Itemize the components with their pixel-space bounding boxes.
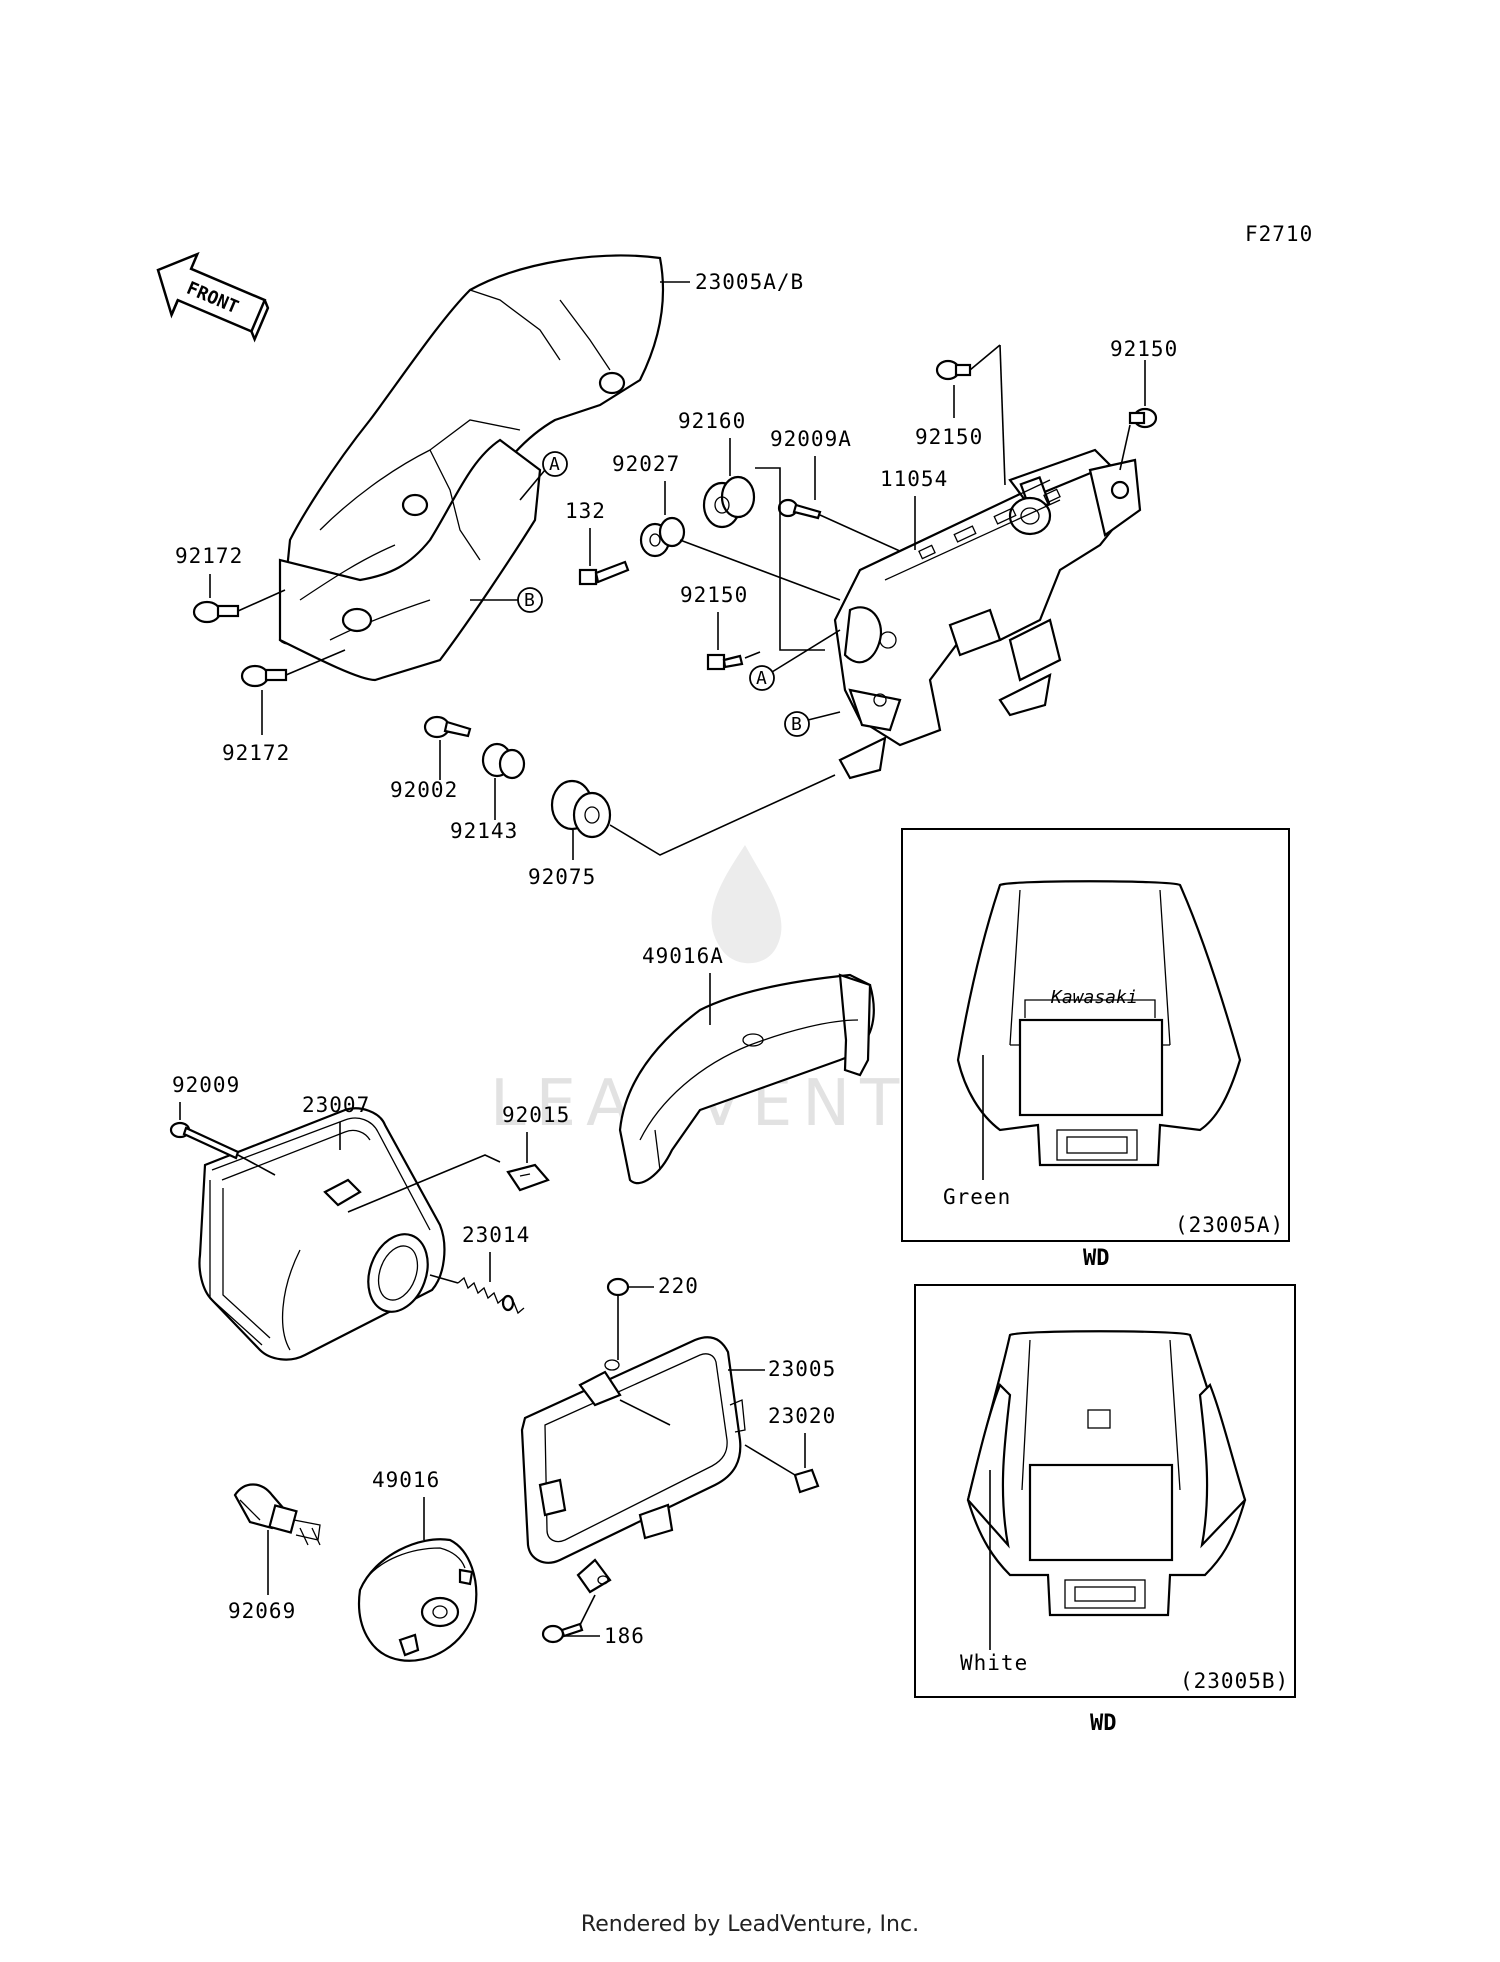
variant-box-23005a: Kawasaki Green (23005A)	[901, 828, 1290, 1242]
label-92009a: 92009A	[770, 427, 852, 451]
label-92069: 92069	[228, 1599, 296, 1623]
ref-marker-b-lower: B	[784, 711, 841, 737]
ref-marker-a-upper: A	[519, 451, 568, 501]
svg-text:B: B	[524, 590, 535, 611]
label-49016: 49016	[372, 1468, 440, 1492]
collar-92027	[639, 516, 686, 558]
bolt-92009	[169, 1121, 276, 1176]
label-186: 186	[604, 1624, 645, 1648]
label-92143: 92143	[450, 819, 518, 843]
label-92172-upper: 92172	[175, 544, 243, 568]
variant-b-model: WD	[1090, 1711, 1117, 1736]
label-92160: 92160	[678, 409, 746, 433]
ref-marker-b-upper: B	[470, 587, 543, 613]
grommet-92160	[702, 475, 756, 529]
screw-92172-upper	[192, 589, 286, 624]
nut-23020	[793, 1468, 820, 1494]
label-11054: 11054	[880, 467, 948, 491]
svg-text:B: B	[791, 714, 802, 735]
label-92015: 92015	[502, 1103, 570, 1127]
screw-186	[541, 1594, 596, 1644]
label-23005: 23005	[768, 1357, 836, 1381]
collar-92143	[481, 742, 526, 780]
screw-92150-mid	[706, 653, 744, 671]
grommet-92075	[550, 779, 612, 839]
label-92075: 92075	[528, 865, 596, 889]
bracket-11054	[833, 448, 1142, 780]
variant-a-code: (23005A)	[1175, 1213, 1284, 1237]
svg-text:A: A	[756, 668, 767, 689]
variant-box-23005b: White (23005B)	[914, 1284, 1296, 1698]
figure-code: F2710	[1245, 222, 1313, 246]
variant-a-model: WD	[1083, 1246, 1110, 1271]
variant-a-color-note: Green	[943, 1185, 1011, 1209]
housing-23005	[520, 1336, 746, 1594]
label-49016a: 49016A	[642, 944, 724, 968]
headlight-cowl-part	[278, 254, 690, 682]
screw-92009a	[777, 498, 822, 520]
svg-text:A: A	[549, 454, 560, 475]
label-23005ab: 23005A/B	[695, 270, 804, 294]
ref-marker-a-lower: A	[749, 629, 841, 691]
screw-92150-top	[935, 359, 972, 381]
brand-logo: Kawasaki	[1050, 987, 1138, 1008]
label-92027: 92027	[612, 452, 680, 476]
label-92002: 92002	[390, 778, 458, 802]
label-92172-lower: 92172	[222, 741, 290, 765]
label-132: 132	[565, 499, 606, 523]
spring-23014	[457, 1276, 525, 1315]
front-arrow-icon: FRONT	[156, 251, 270, 343]
label-23020: 23020	[768, 1404, 836, 1428]
clip-92015	[506, 1163, 550, 1192]
variant-b-color-note: White	[960, 1651, 1028, 1675]
bulb-92069	[233, 1483, 321, 1546]
label-92150-top: 92150	[915, 425, 983, 449]
label-23014: 23014	[462, 1223, 530, 1247]
rubber-cap-49016	[357, 1538, 478, 1662]
label-23007: 23007	[302, 1093, 370, 1117]
screw-220	[606, 1277, 630, 1360]
footer-credit: Rendered by LeadVenture, Inc.	[580, 1912, 920, 1937]
bolt-132	[578, 560, 630, 586]
screw-92150-right	[1128, 407, 1158, 429]
label-92150-right: 92150	[1110, 337, 1178, 361]
cover-49016a	[618, 973, 875, 1185]
headlight-unit-23007	[198, 1107, 446, 1361]
label-92150-mid: 92150	[680, 583, 748, 607]
variant-b-code: (23005B)	[1180, 1669, 1289, 1693]
screw-92002	[423, 715, 472, 739]
screw-92172-lower	[240, 649, 346, 688]
label-220: 220	[658, 1274, 699, 1298]
label-92009: 92009	[172, 1073, 240, 1097]
